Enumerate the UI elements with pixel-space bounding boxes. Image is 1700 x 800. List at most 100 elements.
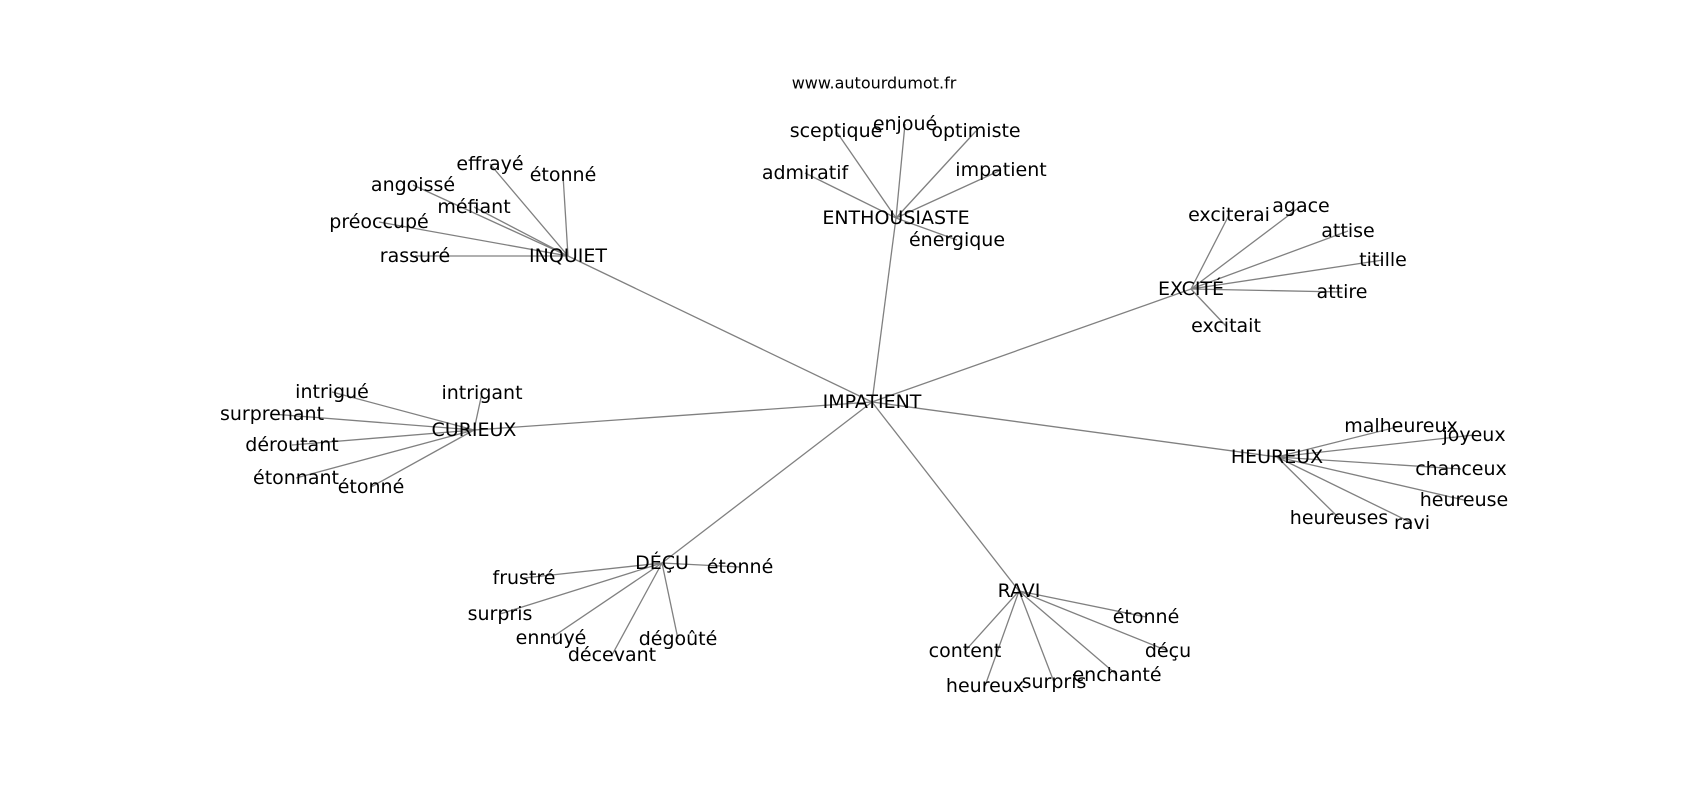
word-node-label: déçu [1145, 640, 1191, 662]
word-node-label: excitait [1191, 315, 1261, 337]
edge-cluster-to-word [661, 562, 679, 640]
word-node-label: enjoué [873, 113, 937, 135]
edge-cluster-to-word [1276, 456, 1413, 524]
edge-cluster-to-word [1018, 590, 1169, 652]
cluster-node-label: DÉÇU [635, 551, 689, 574]
cluster-node-label: RAVI [998, 580, 1041, 602]
edge-cluster-to-word [1276, 456, 1340, 519]
word-node-label: étonné [338, 476, 405, 498]
word-node-label: décevant [568, 644, 656, 666]
word-node-label: heureuse [1420, 489, 1509, 511]
cluster-node-label: CURIEUX [432, 419, 517, 441]
edge-cluster-to-word [499, 562, 663, 615]
word-node-label: attise [1321, 220, 1374, 242]
edge-center-to-cluster [871, 401, 1278, 458]
word-node-label: impatient [955, 159, 1046, 181]
edge-cluster-to-word [1190, 214, 1230, 290]
edge-cluster-to-word [611, 562, 663, 656]
source-url: www.autourdumot.fr [792, 74, 957, 93]
edge-cluster-to-word [895, 123, 906, 219]
word-node-label: sceptique [790, 120, 883, 142]
edge-cluster-to-word [550, 562, 663, 639]
edge-cluster-to-word [370, 429, 475, 488]
edge-cluster-to-word [895, 169, 1002, 219]
word-node-label: ennuyé [516, 627, 587, 649]
word-node-label: déroutant [245, 434, 338, 456]
word-node-label: préoccupé [329, 211, 428, 233]
word-node-label: étonnant [253, 467, 339, 489]
word-node-label: attire [1317, 281, 1368, 303]
edge-cluster-to-word [523, 562, 663, 579]
cluster-node-label: EXCITÉ [1158, 277, 1224, 300]
word-node-label: étonné [530, 164, 597, 186]
cluster-node-label: INQUIET [529, 245, 607, 267]
edge-cluster-to-word [804, 172, 897, 219]
edge-center-to-cluster [473, 401, 873, 431]
word-node-label: dégoûté [639, 628, 718, 650]
edge-cluster-to-word [1018, 590, 1147, 618]
cluster-node-label: ENTHOUSIASTE [822, 207, 969, 229]
word-node-label: ravi [1394, 512, 1430, 534]
edge-center-to-cluster [567, 255, 873, 403]
edge-cluster-to-word [1276, 434, 1475, 458]
word-node-label: agace [1272, 195, 1329, 217]
graph-edges [271, 123, 1475, 687]
edge-cluster-to-word [291, 429, 475, 446]
word-node-label: content [929, 640, 1002, 662]
edge-cluster-to-word [895, 217, 958, 241]
word-node-label: optimiste [931, 120, 1020, 142]
word-node-label: surpris [468, 603, 533, 625]
word-node-label: exciterai [1188, 204, 1270, 226]
word-node-label: joyeux [1441, 424, 1505, 446]
word-node-label: angoissé [371, 174, 455, 196]
word-node-label: titille [1359, 249, 1407, 271]
edge-cluster-to-word [1276, 456, 1465, 501]
word-node-label: chanceux [1415, 458, 1507, 480]
word-node-label: surpris [1022, 671, 1087, 693]
edge-cluster-to-word [1190, 259, 1384, 290]
word-node-label: effrayé [456, 153, 523, 175]
word-node-label: intrigué [295, 381, 369, 403]
word-node-label: étonné [1113, 606, 1180, 628]
edge-cluster-to-word [295, 429, 475, 479]
edge-cluster-to-word [964, 590, 1020, 652]
edge-cluster-to-word [1276, 425, 1402, 458]
word-node-label: surprenant [220, 403, 324, 425]
edge-center-to-cluster [871, 217, 897, 403]
edge-cluster-to-word [1276, 456, 1462, 470]
edge-cluster-to-word [271, 413, 475, 431]
word-node-label: heureuses [1290, 507, 1388, 529]
word-node-label: enchanté [1072, 664, 1161, 686]
word-node-label: admiratif [762, 162, 850, 184]
edge-cluster-to-word [331, 391, 475, 431]
word-node-label: frustré [493, 567, 556, 589]
word-node-label: méfiant [437, 196, 510, 218]
center-node-label: IMPATIENT [823, 391, 922, 413]
word-node-label: heureux [946, 675, 1024, 697]
edge-cluster-to-word [895, 130, 977, 219]
word-node-label: rassuré [380, 245, 450, 267]
edge-center-to-cluster [871, 288, 1192, 403]
cluster-node-label: HEUREUX [1231, 446, 1323, 468]
edge-center-to-cluster [871, 401, 1020, 592]
edge-cluster-to-word [984, 590, 1020, 687]
edge-cluster-to-word [1190, 288, 1227, 327]
edge-cluster-to-word [473, 206, 569, 257]
edge-cluster-to-word [1190, 205, 1302, 290]
edge-cluster-to-word [1018, 590, 1055, 683]
edge-cluster-to-word [489, 163, 569, 257]
edge-cluster-to-word [562, 174, 569, 257]
word-node-label: intrigant [441, 382, 522, 404]
edge-cluster-to-word [1190, 288, 1343, 293]
edge-cluster-to-word [473, 392, 483, 431]
edge-cluster-to-word [1190, 230, 1349, 290]
word-node-label: énergique [909, 229, 1005, 251]
edge-cluster-to-word [378, 221, 569, 257]
edge-cluster-to-word [1018, 590, 1118, 676]
edge-cluster-to-word [661, 562, 741, 568]
edge-cluster-to-word [412, 184, 569, 257]
word-node-label: malheureux [1344, 415, 1458, 437]
word-node-label: étonné [707, 556, 774, 578]
